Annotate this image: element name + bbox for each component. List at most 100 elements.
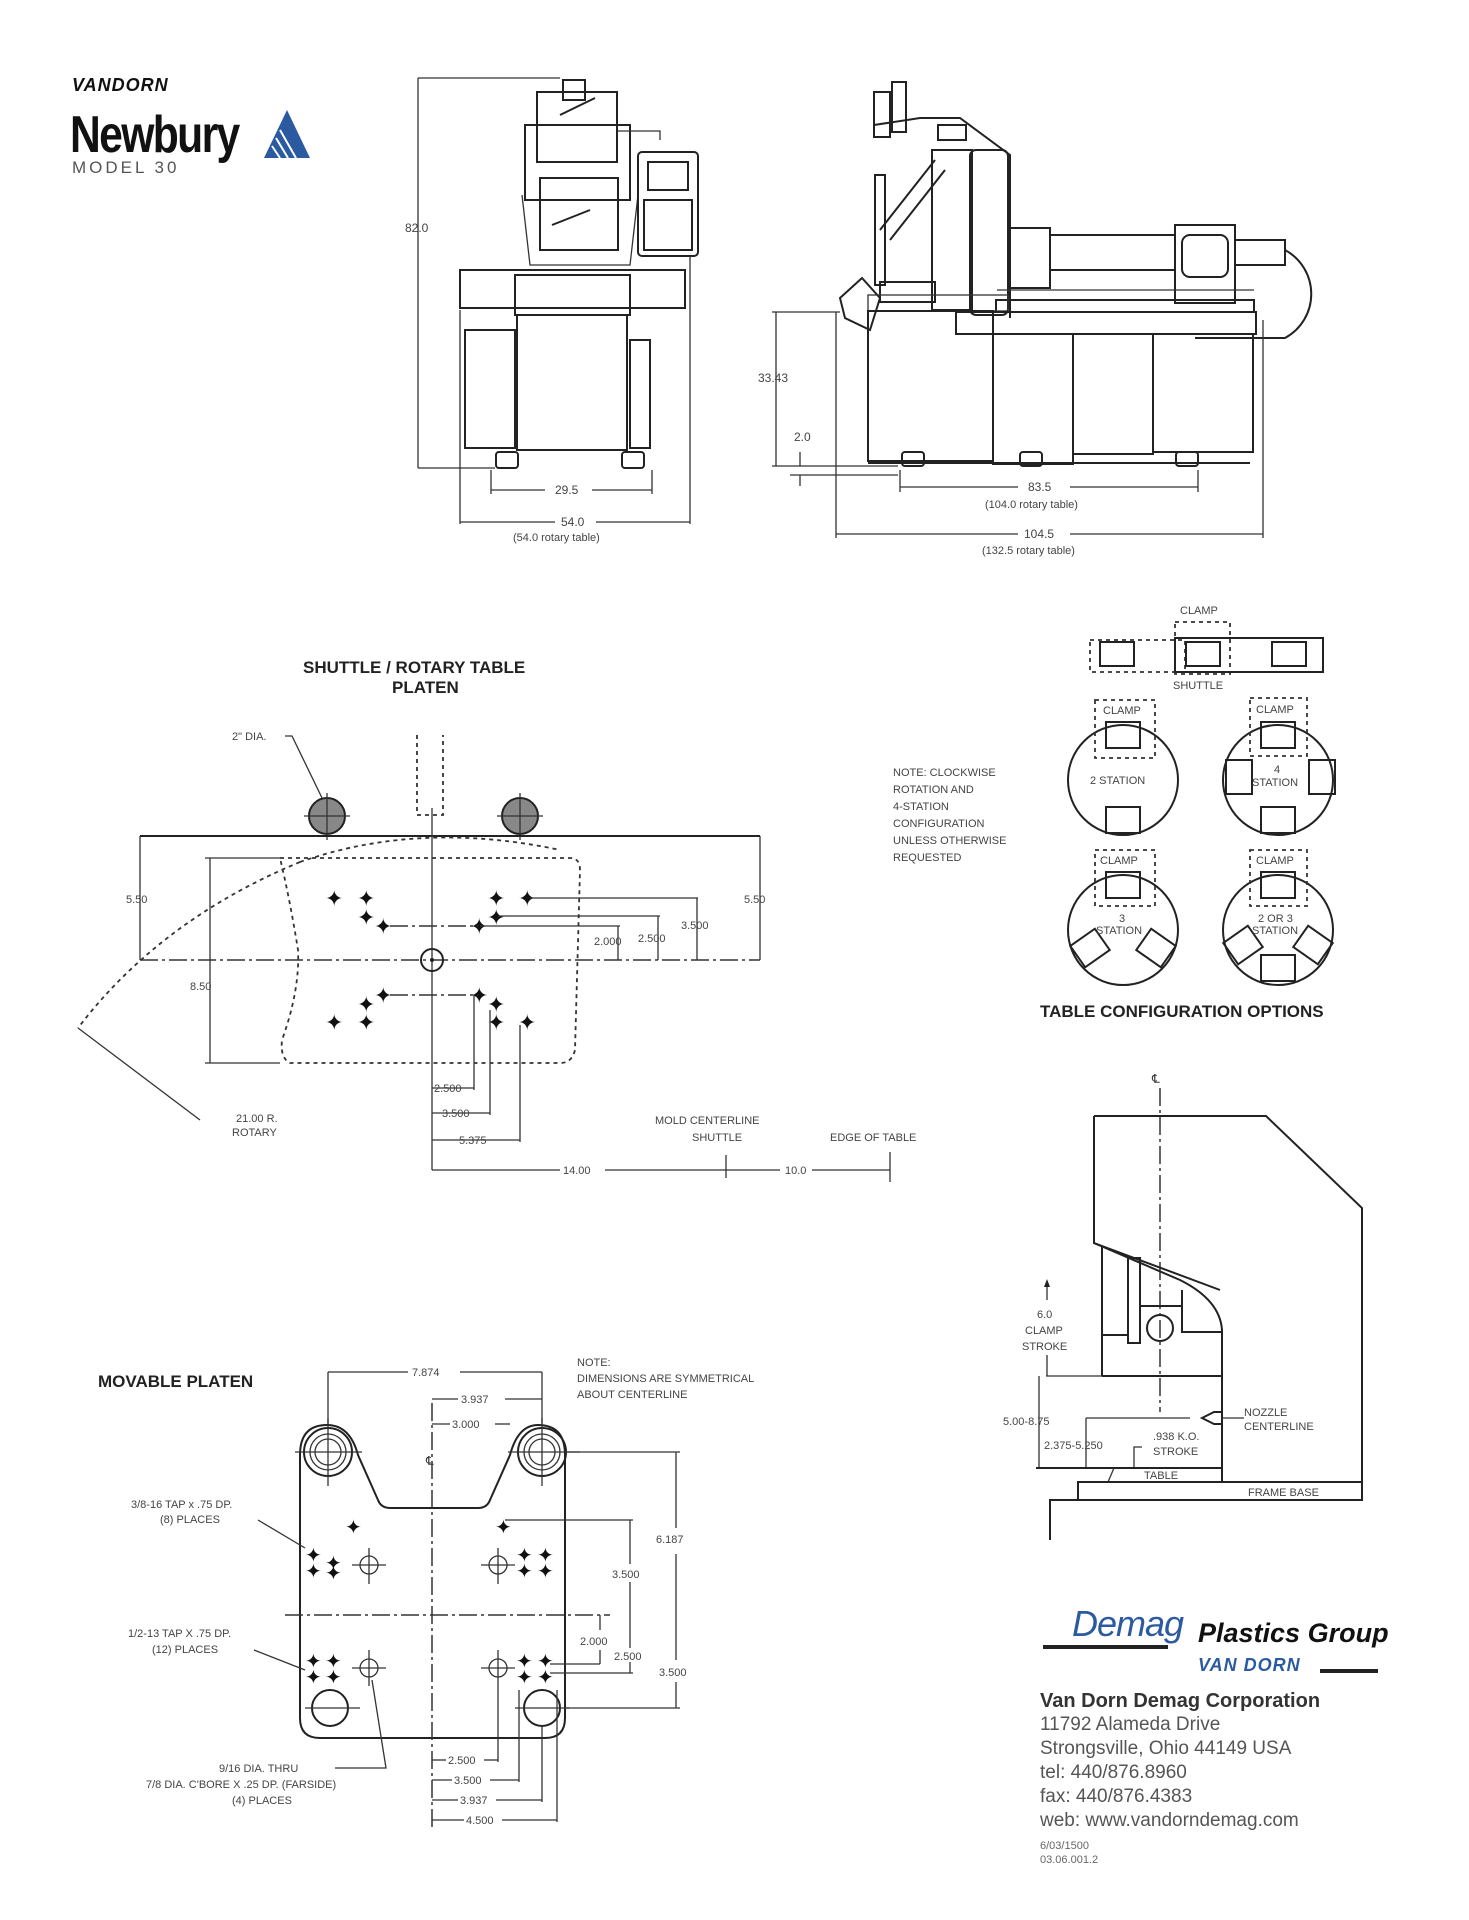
movable-platen-drawing: MOVABLE PLATEN NOTE: DIMENSIONS ARE SYMM…: [98, 1357, 754, 1830]
svg-text:✦: ✦: [537, 1651, 554, 1673]
side-view: 33.43 2.0 83.5 (104.0 rotary table) 104.…: [758, 81, 1313, 557]
clamp-section-view: ℄ 6.0 CLAMP STROKE 5.00-8.75 2.375-5.250…: [1003, 1072, 1363, 1540]
mp-dim-7874: 7.874: [412, 1367, 440, 1379]
svg-text:✦: ✦: [357, 905, 375, 930]
shuttle-platen-title-1: SHUTTLE / ROTARY TABLE: [303, 658, 525, 677]
shuttle-clamp-label: CLAMP: [1180, 605, 1218, 617]
dim-overall-length-note: (132.5 rotary table): [982, 545, 1075, 557]
tie-bar-dia-label: 2" DIA.: [232, 731, 266, 743]
model-label: MODEL 30: [72, 158, 180, 177]
dim-right: 5.50: [744, 894, 765, 906]
mp-dim-3937-h: 3.937: [460, 1795, 488, 1807]
dim-foot-span: 29.5: [555, 483, 579, 497]
label-2-station: 2 STATION: [1090, 775, 1145, 787]
nozzle-2: CENTERLINE: [1244, 1421, 1314, 1433]
svg-text:✦: ✦: [487, 992, 505, 1017]
svg-text:✦: ✦: [305, 1561, 322, 1583]
dim-overall-width-note: (54.0 rotary table): [513, 532, 600, 544]
table-config-diagram: CLAMP SHUTTLE CLAMP 2 STATION CLAMP 4 ST…: [893, 605, 1336, 1021]
company-contact: Van Dorn Demag Corporation 11792 Alameda…: [1040, 1690, 1320, 1867]
mp-dim-3500-h: 3.500: [454, 1775, 482, 1787]
shuttle-label: SHUTTLE: [692, 1132, 742, 1144]
mp-dim-2500-h: 2.500: [448, 1755, 476, 1767]
address-line-1: 11792 Alameda Drive: [1040, 1714, 1221, 1735]
svg-text:✦: ✦: [518, 1010, 536, 1035]
svg-text:✦: ✦: [357, 1010, 375, 1035]
mp-dim-3500-upper: 3.500: [612, 1569, 640, 1581]
mp-note-2: DIMENSIONS ARE SYMMETRICAL: [577, 1373, 754, 1385]
shuttle-label-config: SHUTTLE: [1173, 680, 1223, 692]
nozzle-1: NOZZLE: [1244, 1407, 1287, 1419]
range-5-875: 5.00-8.75: [1003, 1416, 1049, 1428]
label-4-station-b: STATION: [1252, 777, 1298, 789]
config-note-2: ROTATION AND: [893, 784, 974, 796]
dim-foot-span-side-note: (104.0 rotary table): [985, 499, 1078, 511]
config-note-5: UNLESS OTHERWISE: [893, 835, 1007, 847]
dim-left-upper: 5.50: [126, 894, 147, 906]
clamp-2or3station: CLAMP: [1256, 855, 1294, 867]
svg-text:✦: ✦: [305, 1667, 322, 1689]
svg-text:✦: ✦: [374, 914, 392, 939]
company-name: Van Dorn Demag Corporation: [1040, 1690, 1321, 1712]
svg-text:✦: ✦: [487, 886, 505, 911]
mp-dim-3000: 3.000: [452, 1419, 480, 1431]
label-2or3-station-b: STATION: [1252, 925, 1298, 937]
rotary-radius-1: 21.00 R.: [236, 1113, 278, 1125]
dim-v-2000: 2.000: [594, 936, 622, 948]
config-note-3: 4-STATION: [893, 801, 949, 813]
dim-v-3500: 3.500: [681, 920, 709, 932]
dim-14: 14.00: [563, 1165, 591, 1177]
mold-centerline-label: MOLD CENTERLINE: [655, 1115, 760, 1127]
mp-centerline-mark: ℄: [425, 1454, 434, 1468]
dim-v-2500: 2.500: [638, 933, 666, 945]
mp-dim-6187: 6.187: [656, 1534, 684, 1546]
svg-text:✦: ✦: [325, 1010, 343, 1035]
svg-text:✦: ✦: [516, 1545, 533, 1567]
label-3-station-b: STATION: [1096, 925, 1142, 937]
clamp-stroke-1: 6.0: [1037, 1309, 1052, 1321]
ko-stroke-2: STROKE: [1153, 1446, 1198, 1458]
svg-text:✦: ✦: [470, 914, 488, 939]
thru-line3: (4) PLACES: [232, 1795, 292, 1807]
label-3-station-a: 3: [1119, 913, 1125, 925]
svg-text:✦: ✦: [305, 1651, 322, 1673]
label-4-station-a: 4: [1274, 764, 1280, 776]
dim-h-5375: 5.375: [459, 1135, 487, 1147]
dim-h-2500: 2.500: [434, 1083, 462, 1095]
clamp-4station: CLAMP: [1256, 704, 1294, 716]
doc-code-1: 6/03/1500: [1040, 1840, 1089, 1852]
config-note-1: NOTE: CLOCKWISE: [893, 767, 996, 779]
vandorn-logo-text: VANDORN: [72, 75, 169, 95]
dim-left-lower: 8.50: [190, 981, 211, 993]
shuttle-platen-drawing: SHUTTLE / ROTARY TABLE PLATEN 2" DIA. 21…: [77, 658, 916, 1182]
mp-dim-3937-top: 3.937: [461, 1394, 489, 1406]
front-view: 82.0 29.5 54.0 (54.0 rotary table): [405, 77, 699, 544]
website-link[interactable]: web: www.vandorndemag.com: [1040, 1810, 1299, 1831]
mp-dim-4500-h: 4.500: [466, 1815, 494, 1827]
thru-line1: 9/16 DIA. THRU: [219, 1763, 298, 1775]
logo-rule-left: [1043, 1645, 1168, 1649]
svg-text:✦: ✦: [325, 1563, 342, 1585]
table-label: TABLE: [1144, 1470, 1178, 1482]
clamp-3station: CLAMP: [1100, 855, 1138, 867]
svg-text:✦: ✦: [487, 905, 505, 930]
mp-note-1: NOTE:: [577, 1357, 611, 1369]
svg-text:✦: ✦: [516, 1667, 533, 1689]
frame-base-label: FRAME BASE: [1248, 1487, 1319, 1499]
address-line-2: Strongsville, Ohio 44149 USA: [1040, 1738, 1292, 1759]
svg-text:✦: ✦: [325, 1651, 342, 1673]
dim-overall-length: 104.5: [1024, 527, 1054, 541]
config-note-6: REQUESTED: [893, 852, 962, 864]
demag-logo-text: Demag: [1072, 1603, 1184, 1644]
shuttle-platen-title-2: PLATEN: [392, 678, 459, 697]
range-2375-5250: 2.375-5.250: [1044, 1440, 1103, 1452]
dim-foot-height: 2.0: [794, 430, 811, 444]
svg-text:✦: ✦: [325, 1553, 342, 1575]
config-note-4: CONFIGURATION: [893, 818, 985, 830]
dim-height: 82.0: [405, 221, 429, 235]
newbury-logo-text: Newbury: [70, 106, 240, 164]
tap2-line1: 1/2-13 TAP X .75 DP.: [128, 1628, 231, 1640]
mp-tapped-holes: ✦✦ ✦✦✦✦ ✦✦✦✦ ✦✦✦✦ ✦✦✦✦: [305, 1517, 554, 1689]
clamp-2station: CLAMP: [1103, 705, 1141, 717]
